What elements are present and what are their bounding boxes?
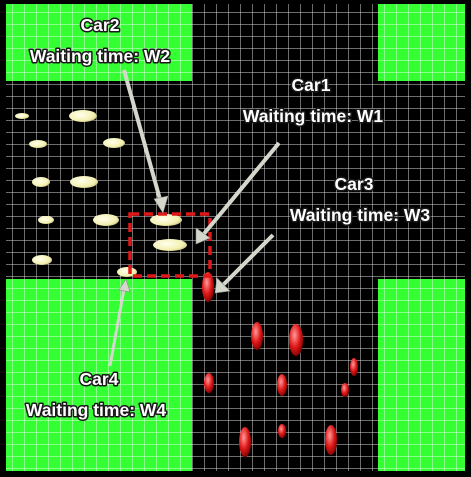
yellow-car [15,113,29,119]
grid-overlay [6,4,465,471]
yellow-cars [15,110,187,277]
red-car [202,272,214,302]
yellow-car [150,214,182,226]
yellow-car [93,214,119,226]
car3-label: Car3 [335,174,374,194]
red-car [239,427,251,457]
yellow-car [103,138,125,148]
yellow-car [38,216,54,224]
red-car [204,373,214,393]
car1-label: Car1 [292,75,331,95]
red-car [350,358,358,376]
yellow-car [69,110,97,122]
callout-arrows [108,69,281,367]
arrow-car3-head [214,277,231,294]
red-car [277,374,287,396]
yellow-car [29,140,47,148]
red-car [289,324,303,356]
yellow-car [117,267,137,277]
arrow-car4-head [118,278,131,293]
car4-label: Car4 [80,369,119,389]
yellow-car [32,177,50,187]
car4-waiting-time: Waiting time: W4 [26,400,167,420]
car2-waiting-time: Waiting time: W2 [30,46,171,66]
yellow-car [32,255,52,265]
car2-label: Car2 [81,15,120,35]
car3-waiting-time: Waiting time: W3 [290,205,431,225]
arrow-car1-head [195,227,211,245]
red-car [325,425,337,455]
yellow-car [153,239,187,251]
red-car [278,424,286,438]
red-car [341,383,349,397]
arrow-car1-shaft [201,141,281,237]
arrow-car2-head [153,195,169,214]
red-cars [202,272,358,457]
arrow-car2-shaft [122,69,163,204]
arrow-car4-shaft [108,288,126,367]
car1-waiting-time: Waiting time: W1 [243,106,384,126]
intersection-focus-box [128,212,212,278]
yellow-car [70,176,98,188]
arrow-car3-shaft [221,233,275,287]
red-car [251,322,263,350]
